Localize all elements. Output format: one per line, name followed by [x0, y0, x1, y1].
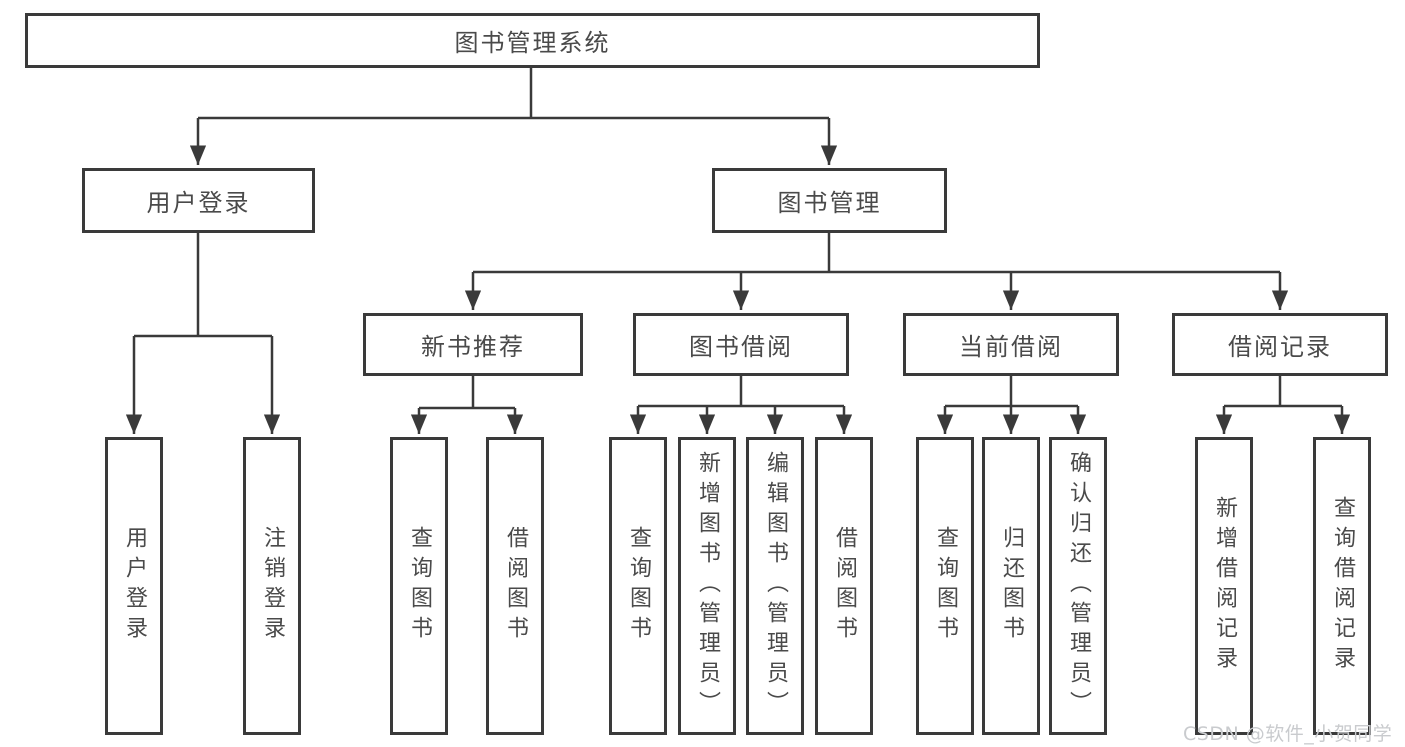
leaf-query-books-borrow-label: 查询图书 [626, 526, 651, 646]
leaf-query-books-current-label: 查询图书 [933, 526, 958, 646]
node-new-book-recommend-label: 新书推荐 [421, 333, 525, 361]
node-current-borrow: 当前借阅 [903, 313, 1119, 376]
leaf-borrow-books-borrow: 借阅图书 [815, 437, 873, 735]
node-book-borrow: 图书借阅 [633, 313, 849, 376]
leaf-return-book-label: 归还图书 [999, 526, 1024, 646]
node-root-label: 图书管理系统 [454, 29, 611, 57]
leaf-borrow-books-recommend-label: 借阅图书 [503, 526, 528, 646]
node-borrow-records: 借阅记录 [1172, 313, 1388, 376]
leaf-query-books-current: 查询图书 [916, 437, 974, 735]
leaf-return-book: 归还图书 [982, 437, 1040, 735]
leaf-user-login: 用户登录 [105, 437, 163, 735]
leaf-user-login-label: 用户登录 [122, 526, 147, 646]
node-new-book-recommend: 新书推荐 [363, 313, 583, 376]
leaf-query-borrow-record: 查询借阅记录 [1313, 437, 1371, 735]
leaf-add-book-admin-label: 新增图书（管理员） [695, 451, 720, 721]
leaf-add-borrow-record: 新增借阅记录 [1195, 437, 1253, 735]
leaf-query-books-recommend: 查询图书 [390, 437, 448, 735]
leaf-borrow-books-borrow-label: 借阅图书 [832, 526, 857, 646]
leaf-query-borrow-record-label: 查询借阅记录 [1330, 496, 1355, 676]
node-user-login-group: 用户登录 [82, 168, 315, 233]
leaf-logout-label: 注销登录 [260, 526, 285, 646]
leaf-confirm-return-admin: 确认归还（管理员） [1049, 437, 1107, 735]
node-root: 图书管理系统 [25, 13, 1040, 68]
node-user-login-group-label: 用户登录 [146, 189, 251, 217]
node-book-borrow-label: 图书借阅 [689, 333, 793, 361]
leaf-edit-book-admin-label: 编辑图书（管理员） [763, 451, 788, 721]
node-book-management-label: 图书管理 [777, 189, 882, 217]
leaf-borrow-books-recommend: 借阅图书 [486, 437, 544, 735]
leaf-query-books-borrow: 查询图书 [609, 437, 667, 735]
node-book-management: 图书管理 [712, 168, 947, 233]
leaf-add-borrow-record-label: 新增借阅记录 [1212, 496, 1237, 676]
leaf-confirm-return-admin-label: 确认归还（管理员） [1066, 451, 1091, 721]
node-current-borrow-label: 当前借阅 [959, 333, 1063, 361]
leaf-edit-book-admin: 编辑图书（管理员） [746, 437, 804, 735]
leaf-query-books-recommend-label: 查询图书 [407, 526, 432, 646]
node-borrow-records-label: 借阅记录 [1228, 333, 1332, 361]
leaf-logout: 注销登录 [243, 437, 301, 735]
leaf-add-book-admin: 新增图书（管理员） [678, 437, 736, 735]
